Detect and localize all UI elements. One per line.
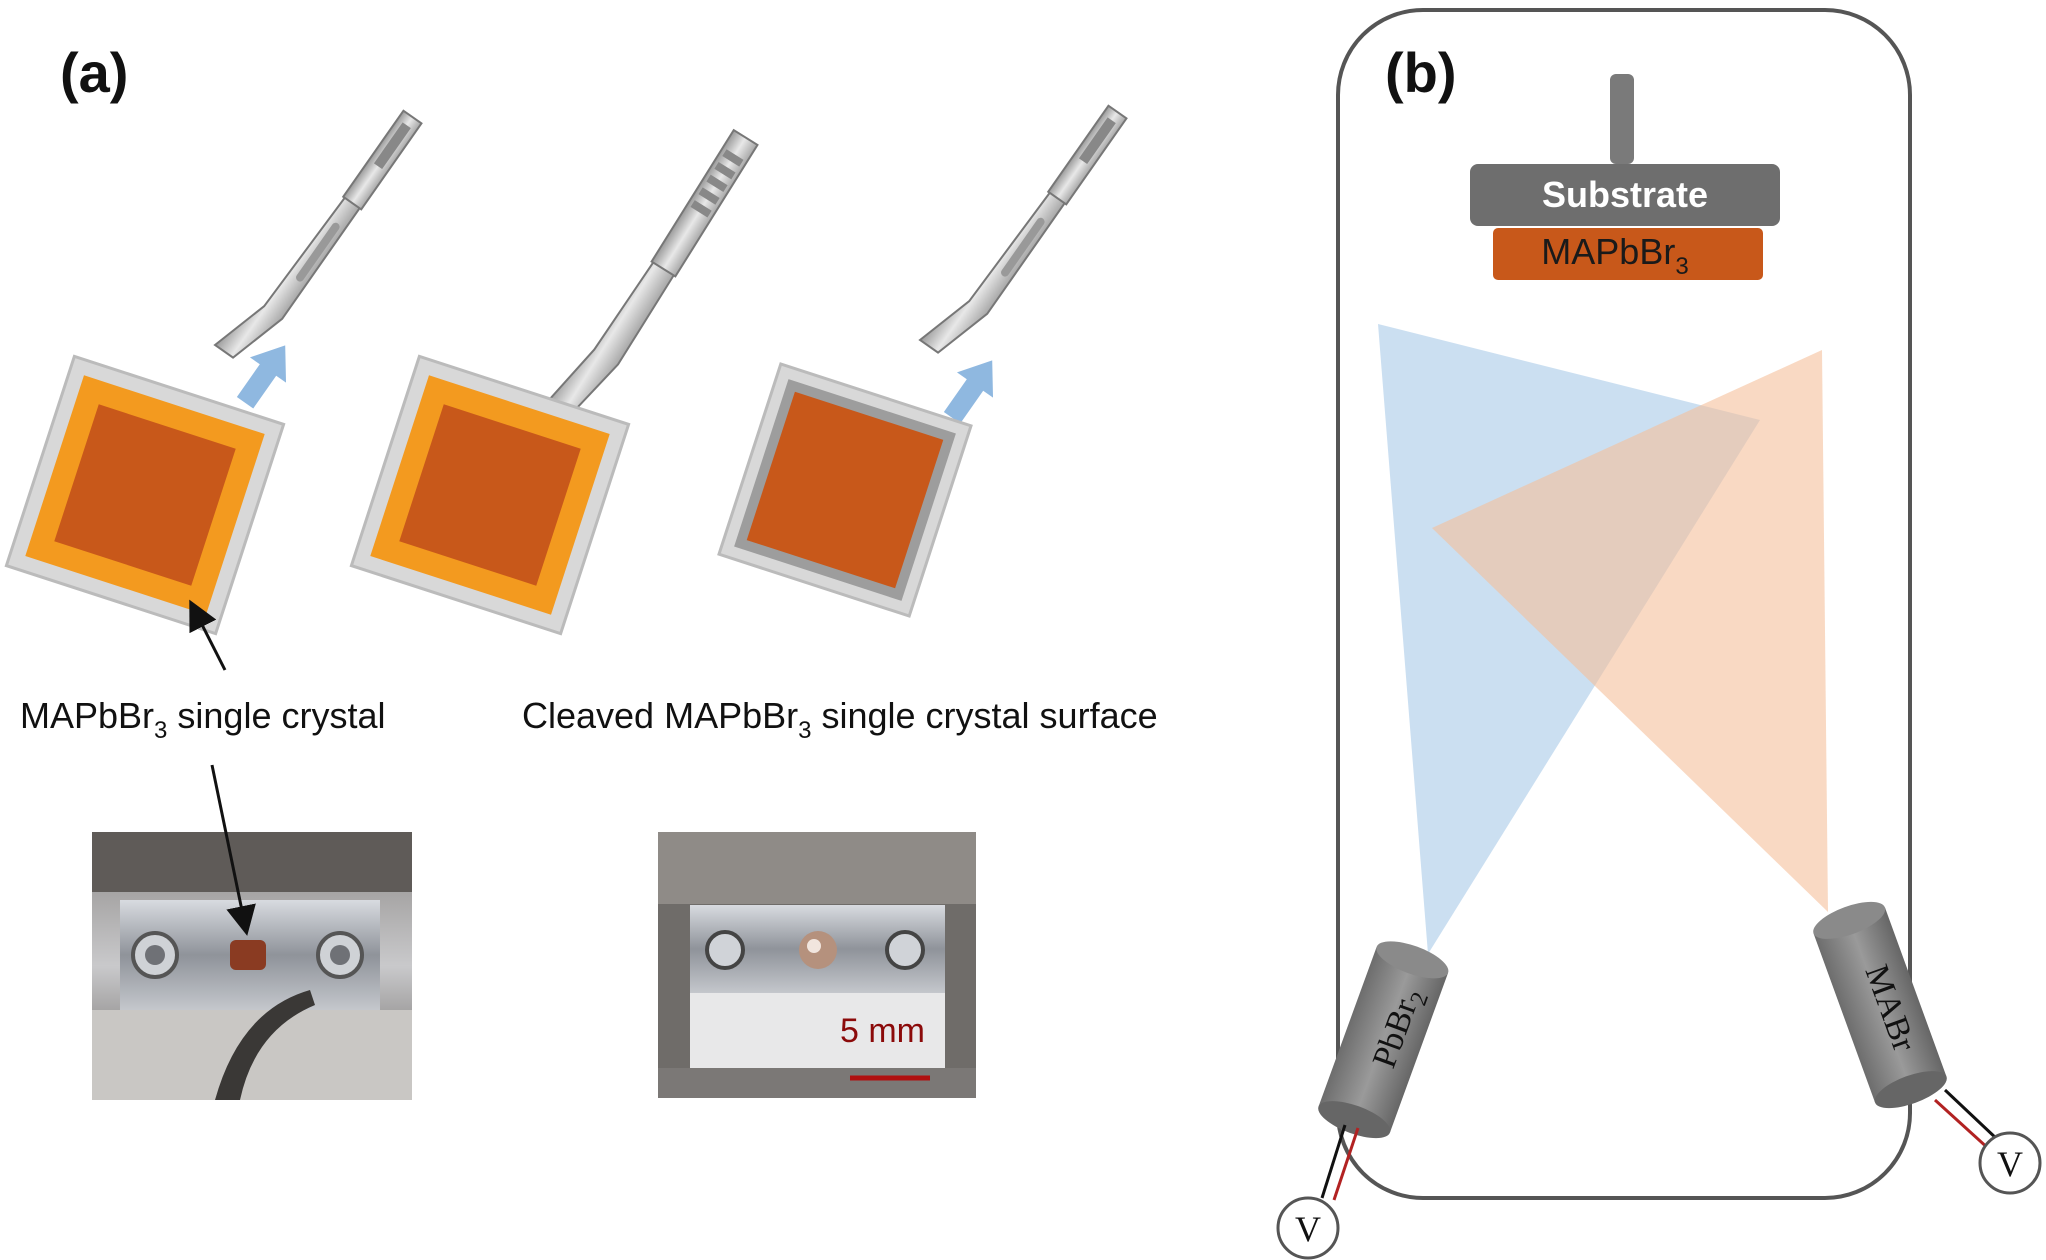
mabr-beam — [1432, 350, 1828, 912]
crystal-cleaved — [717, 362, 973, 618]
voltmeter-right-label: V — [1997, 1144, 2023, 1184]
photo-pointer-arrow — [210, 764, 256, 936]
crystal-pointer-arrow — [189, 599, 227, 671]
holder-rod — [1610, 74, 1634, 164]
wire-right-red — [1933, 1098, 1992, 1152]
caption-single-crystal: MAPbBr3 single crystal — [20, 695, 385, 744]
down-arrow-icon — [236, 345, 287, 409]
substrate — [1470, 164, 1780, 226]
substrate-label: Substrate — [1542, 174, 1708, 215]
voltmeter-left-label: V — [1295, 1209, 1321, 1249]
vacuum-chamber — [1336, 8, 1912, 1200]
film-layer — [1493, 228, 1763, 280]
panel-a-label: (a) — [60, 41, 128, 104]
scalpel-cutting-icon — [538, 128, 759, 426]
film-label: MAPbBr3 — [1541, 231, 1688, 280]
panel-b-label: (b) — [1385, 41, 1457, 104]
crystal-uncleaved — [4, 354, 286, 636]
voltmeter-right — [1978, 1131, 2042, 1195]
crystal-cutting — [349, 354, 631, 636]
scale-bar-label: 5 mm — [840, 1012, 925, 1050]
photo-cleaved-crystal: 5 mm — [658, 832, 976, 1098]
pbbr2-source — [1318, 941, 1449, 1139]
photo-mounted-crystal — [92, 832, 412, 1100]
caption-cleaved-surface: Cleaved MAPbBr3 single crystal surface — [522, 695, 1158, 744]
scalpel-icon — [213, 109, 423, 359]
scalpel-lifted-icon — [918, 104, 1128, 354]
wire-left-red — [1332, 1127, 1360, 1201]
voltmeter-left — [1276, 1196, 1340, 1260]
wire-left-black — [1320, 1124, 1347, 1199]
wire-right-black — [1943, 1088, 2000, 1142]
mabr-source — [1813, 901, 1947, 1109]
up-arrow-icon — [943, 360, 994, 424]
